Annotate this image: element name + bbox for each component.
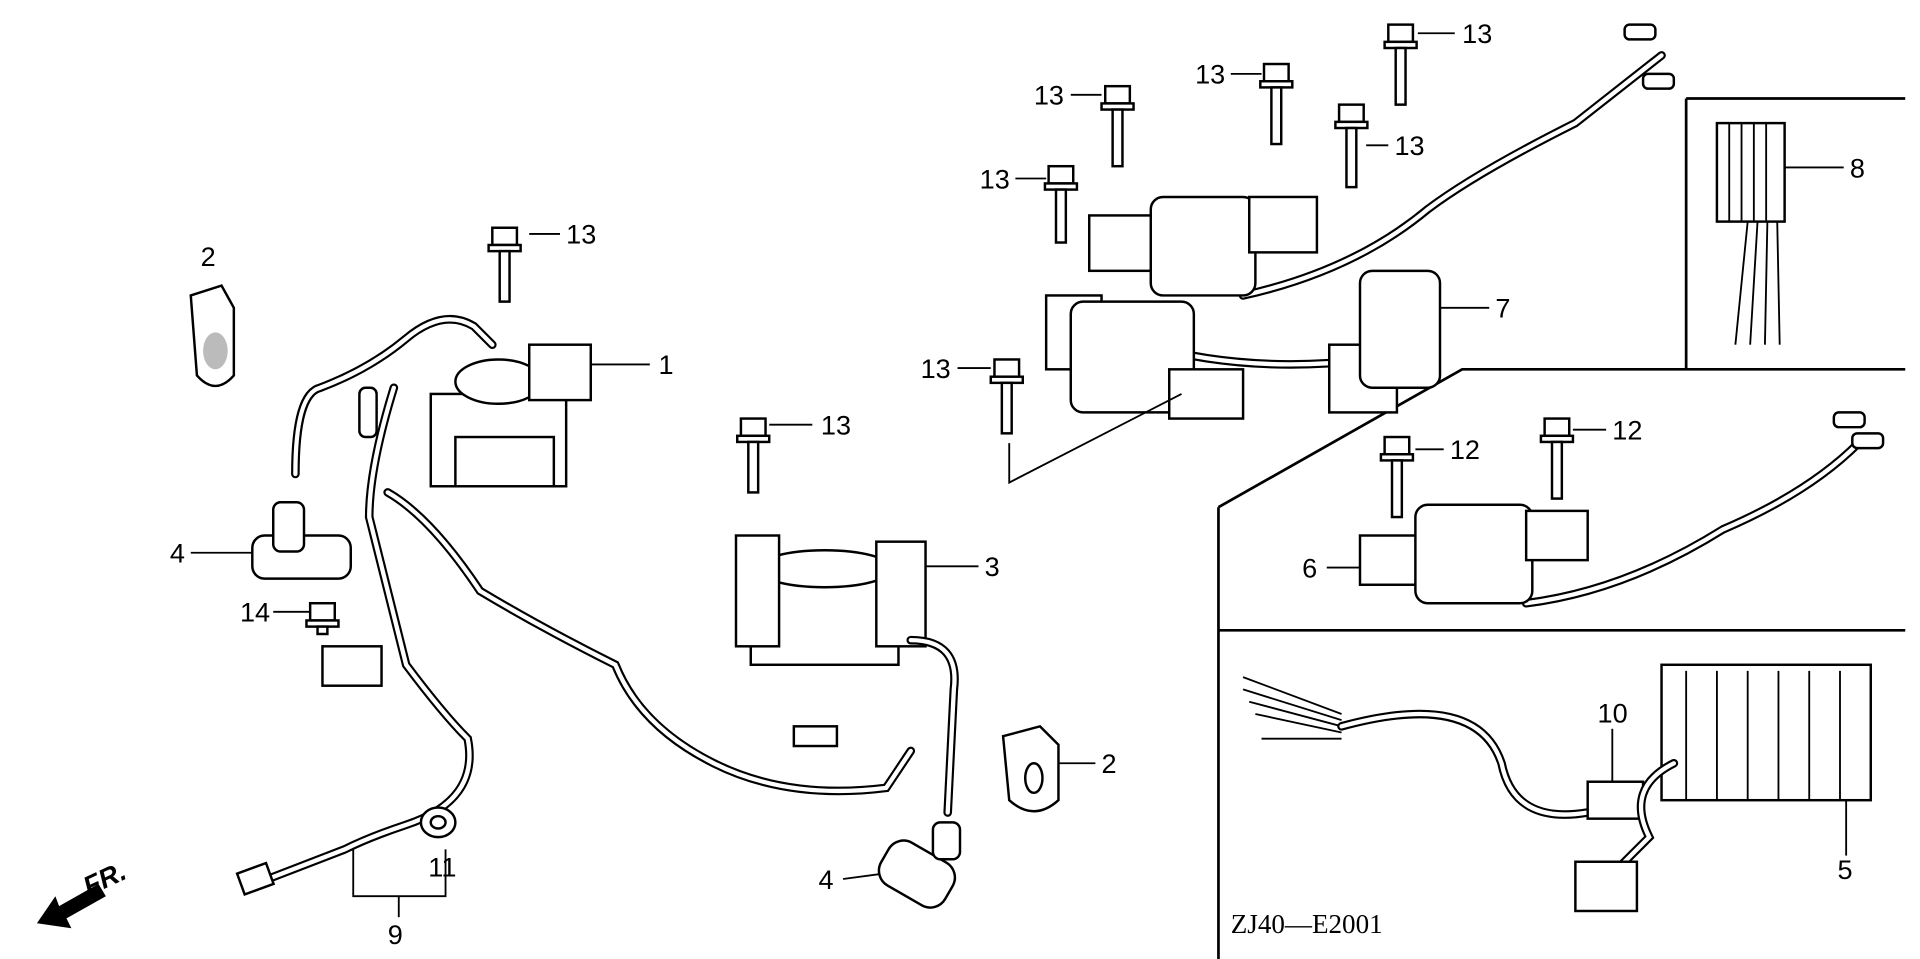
grommet-part bbox=[189, 284, 236, 388]
callout-bolt-b: 13 bbox=[821, 410, 851, 441]
callout-bolt-c: 13 bbox=[1034, 80, 1064, 111]
callout-cap-a: 4 bbox=[170, 538, 185, 569]
callout-stator-7: 7 bbox=[1495, 293, 1510, 324]
callout-coil-3: 3 bbox=[985, 551, 1000, 582]
callout-regulator-8: 8 bbox=[1850, 152, 1865, 183]
ignition-coil-part bbox=[429, 343, 592, 488]
callout-regulator-5: 5 bbox=[1838, 854, 1853, 885]
clip-part bbox=[419, 806, 457, 839]
callout-bolt-e: 13 bbox=[1462, 18, 1492, 49]
callout-connector-10: 10 bbox=[1598, 698, 1628, 729]
bolt-part bbox=[305, 601, 340, 636]
grommet-part bbox=[1001, 724, 1060, 813]
callout-cap-b: 4 bbox=[818, 864, 833, 895]
callout-bolt-a: 13 bbox=[566, 219, 596, 250]
regulator-part bbox=[1715, 121, 1786, 345]
diagram-code: ZJ40—E2001 bbox=[1231, 909, 1383, 939]
ignition-coil-part bbox=[734, 534, 927, 667]
callouts: 13 2 1 13 4 14 3 2 11 9 4 13 13 13 13 13 13 7 8 12 12 6 10 5 bbox=[170, 18, 1865, 950]
regulator-part bbox=[1242, 663, 1872, 913]
bolt-part bbox=[487, 226, 522, 303]
callout-grommet-a: 2 bbox=[201, 241, 216, 272]
leader-line bbox=[1008, 393, 1182, 485]
callout-bolt-g: 13 bbox=[980, 163, 1010, 194]
callout-coil-6: 6 bbox=[1302, 552, 1317, 583]
bolt-part bbox=[1334, 103, 1369, 189]
bolt-part bbox=[1379, 435, 1415, 519]
callout-coil-1: 1 bbox=[658, 349, 673, 380]
bolt-part bbox=[1100, 84, 1135, 168]
leader-line bbox=[842, 873, 881, 880]
bolt-part bbox=[1043, 164, 1079, 244]
bolt-part bbox=[1539, 417, 1575, 500]
callout-bolt-12a: 12 bbox=[1450, 434, 1480, 465]
wire-harness-part bbox=[235, 315, 959, 897]
callout-harness-9: 9 bbox=[388, 919, 403, 950]
bolts bbox=[305, 23, 1575, 636]
callout-bolt-f: 13 bbox=[1394, 130, 1424, 161]
callout-bolt-14: 14 bbox=[240, 597, 270, 628]
callout-bolt-d: 13 bbox=[1195, 59, 1225, 90]
callout-clip-11: 11 bbox=[428, 852, 456, 883]
bolt-part bbox=[1383, 23, 1418, 106]
bolt-part bbox=[1259, 62, 1294, 146]
charge-coil-part bbox=[1358, 411, 1885, 608]
plug-cap-part bbox=[251, 501, 352, 580]
charge-coil-part bbox=[1044, 23, 1676, 420]
callout-bolt-h: 13 bbox=[921, 353, 951, 384]
front-direction-arrow: FR. bbox=[36, 855, 131, 929]
bolt-part bbox=[736, 417, 771, 494]
bolt-part bbox=[989, 358, 1024, 435]
callout-grommet-b: 2 bbox=[1102, 748, 1117, 779]
plug-cap-part bbox=[877, 821, 962, 909]
panel-dividers bbox=[1217, 97, 1906, 959]
callout-bolt-12b: 12 bbox=[1612, 414, 1642, 445]
